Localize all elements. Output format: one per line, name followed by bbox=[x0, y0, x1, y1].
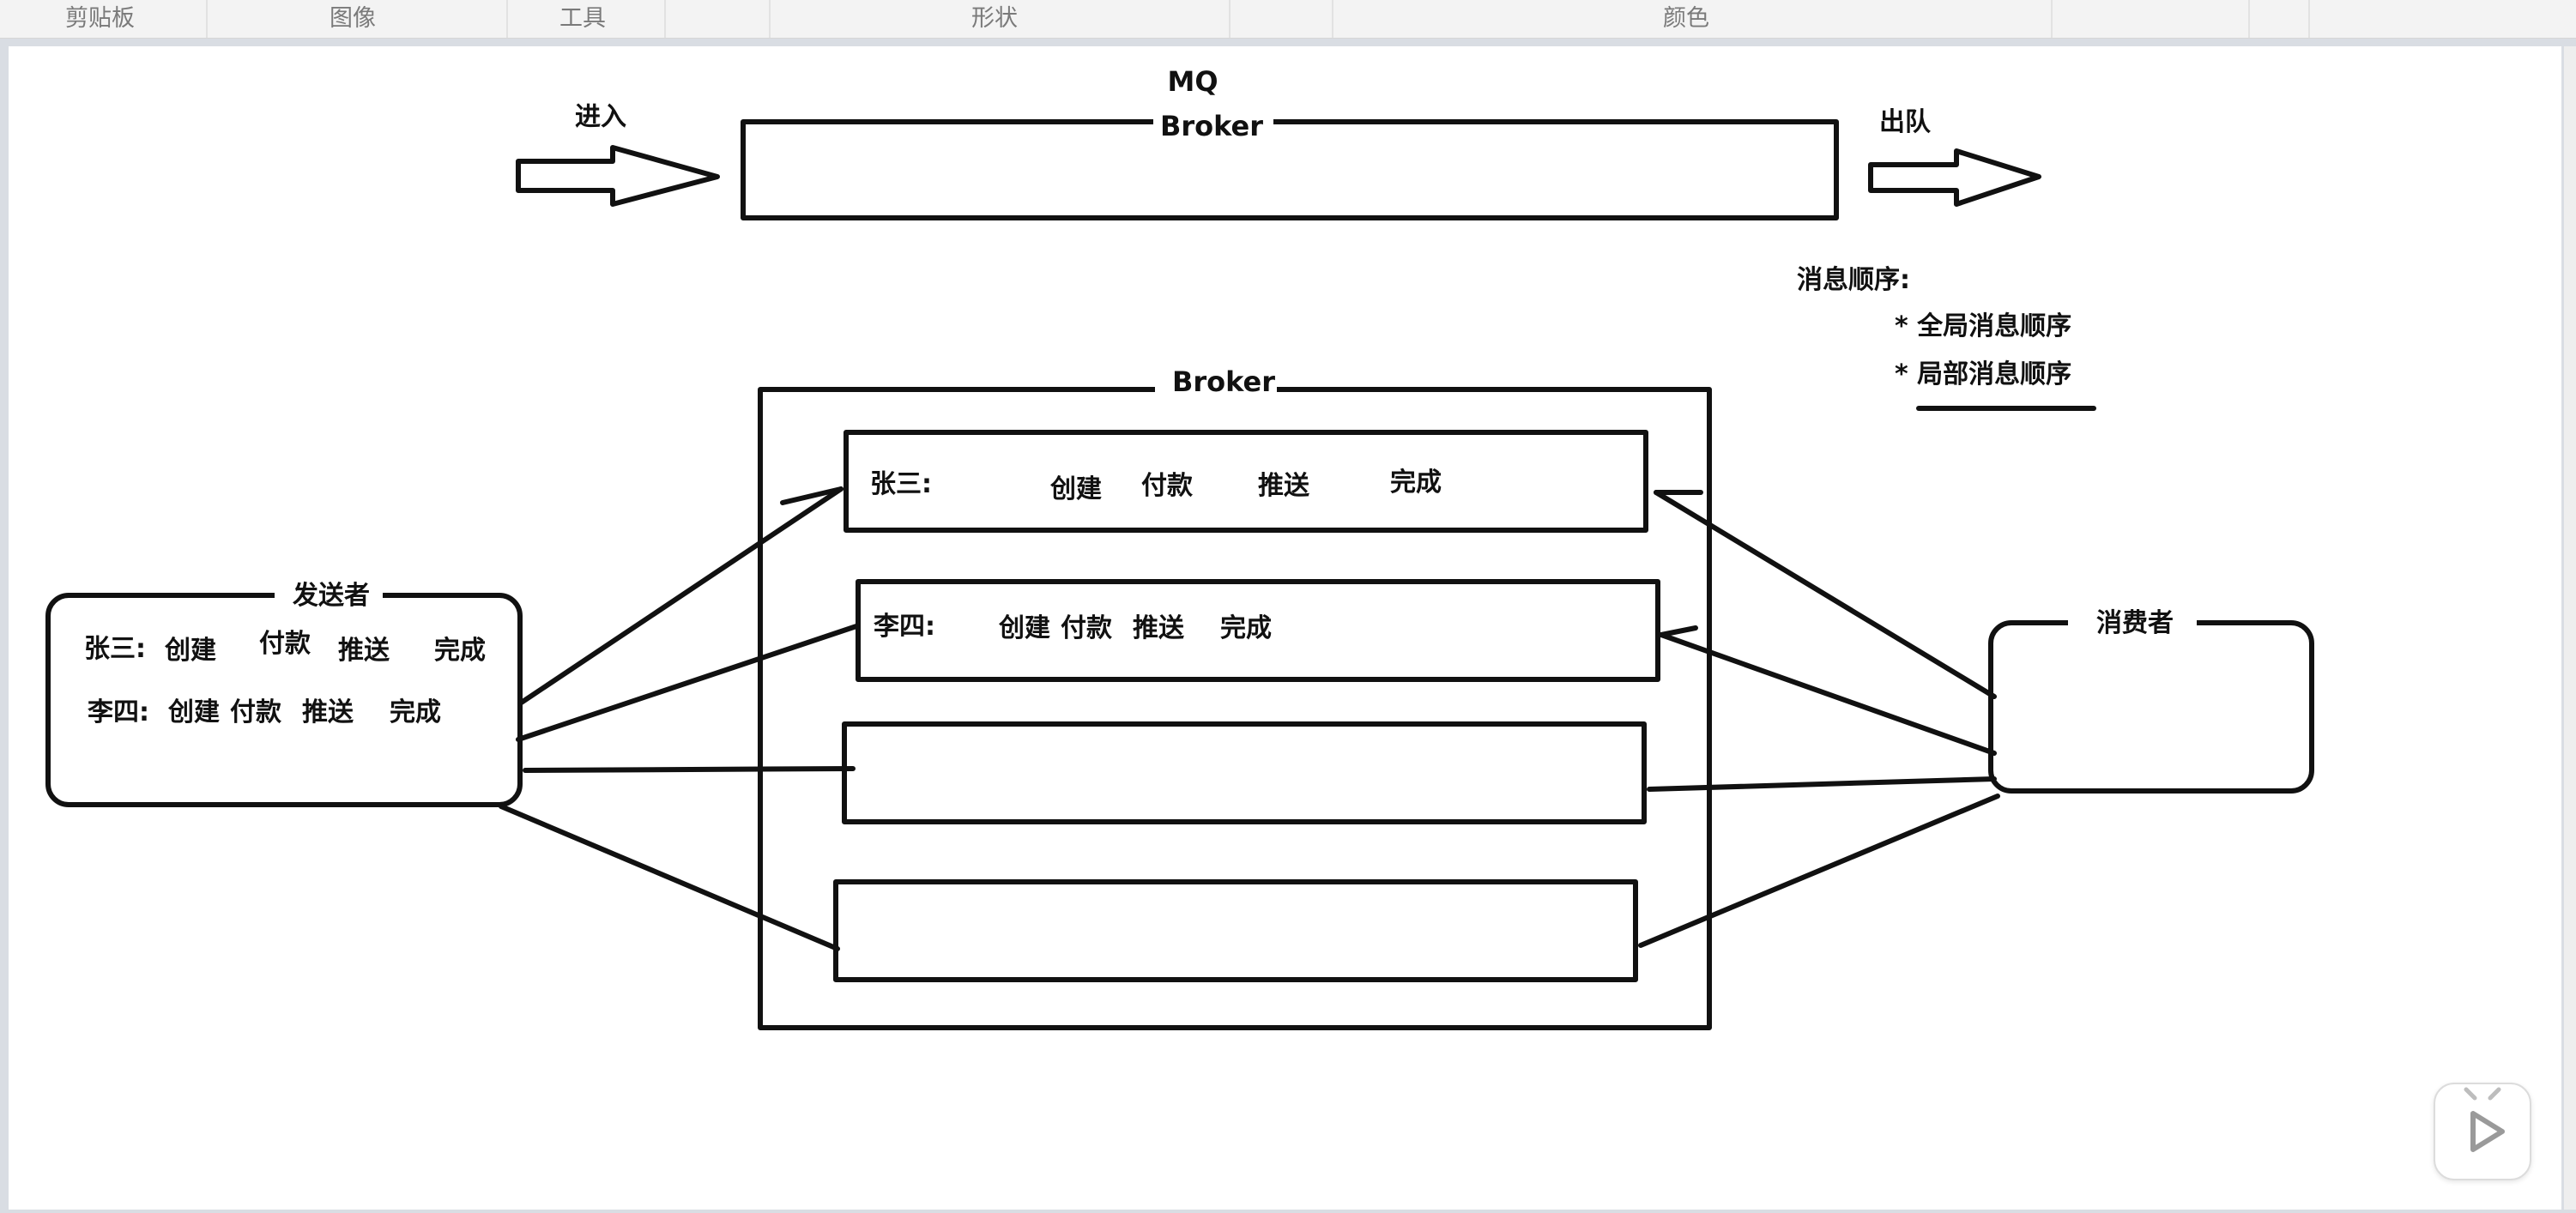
ribbon-group-clipboard[interactable]: 剪贴板 bbox=[65, 5, 135, 32]
ribbon-divider bbox=[1229, 0, 1231, 38]
ribbon-divider bbox=[664, 0, 666, 38]
queue-1-step: 创建 bbox=[1049, 474, 1102, 504]
enter-arrow-icon bbox=[516, 145, 720, 207]
queue-2-box bbox=[856, 579, 1660, 682]
ribbon-divider bbox=[2248, 0, 2250, 38]
sender-to-queue-3-line bbox=[523, 766, 856, 773]
queue-1-step: 推送 bbox=[1258, 471, 1309, 501]
ribbon-divider bbox=[2308, 0, 2310, 38]
sender-row-2-step: 付款 bbox=[230, 697, 282, 727]
sender-row-2-step: 创建 bbox=[167, 697, 220, 727]
exit-label: 出队 bbox=[1879, 107, 1932, 137]
player-button[interactable] bbox=[2434, 1083, 2531, 1180]
sender-row-1-step: 创建 bbox=[164, 636, 216, 666]
sender-row-1-step: 完成 bbox=[434, 636, 486, 666]
sender-to-queue-1-line bbox=[517, 486, 844, 706]
drawing-canvas[interactable]: MQ Broker 进入 出队 消息顺序: * 全局消息顺序 * 局部消息顺序 … bbox=[9, 46, 2561, 1210]
consumer-box bbox=[1988, 620, 2314, 794]
sender-row-2-owner: 李四: bbox=[88, 697, 149, 727]
queue-4-box bbox=[833, 879, 1638, 982]
main-broker-label: Broker bbox=[1172, 365, 1275, 398]
queue-2-step: 推送 bbox=[1133, 613, 1184, 643]
queue-1-box bbox=[844, 430, 1648, 533]
main-broker-label-gap bbox=[1155, 376, 1277, 401]
order-item-local: * 局部消息顺序 bbox=[1895, 359, 2071, 389]
consumer-to-queue-1-line bbox=[1654, 490, 1997, 699]
top-broker-label: Broker bbox=[1160, 110, 1263, 142]
enter-label: 进入 bbox=[575, 102, 626, 132]
queue-1-step: 完成 bbox=[1390, 468, 1442, 498]
ribbon-group-tools[interactable]: 工具 bbox=[559, 5, 606, 32]
ribbon-group-image[interactable]: 图像 bbox=[330, 5, 376, 32]
consumer-title-gap bbox=[2068, 611, 2197, 637]
broker-label-gap bbox=[1153, 110, 1273, 136]
consumer-to-queue-2-line bbox=[1659, 632, 1997, 756]
consumer-title: 消费者 bbox=[2096, 608, 2174, 638]
sender-title-gap bbox=[275, 583, 383, 609]
sender-title: 发送者 bbox=[292, 581, 370, 611]
ribbon-divider bbox=[2051, 0, 2053, 38]
queue-2-step: 付款 bbox=[1061, 613, 1113, 643]
ribbon-divider bbox=[769, 0, 771, 38]
ribbon-toolbar: 剪贴板 图像 工具 形状 颜色 bbox=[0, 0, 2576, 39]
order-title: 消息顺序: bbox=[1797, 265, 1910, 295]
mq-broker-box bbox=[741, 119, 1839, 220]
sender-row-1-step: 付款 bbox=[259, 629, 311, 659]
consumer-to-queue-3-line bbox=[1647, 776, 1997, 792]
queue-2-step: 创建 bbox=[998, 613, 1050, 643]
ribbon-group-shapes[interactable]: 形状 bbox=[971, 5, 1018, 32]
sender-to-queue-4-line bbox=[499, 804, 840, 951]
queue-3-box bbox=[842, 721, 1647, 824]
queue-2-arrowhead bbox=[1659, 625, 1698, 637]
ribbon-divider bbox=[506, 0, 508, 38]
order-item-global: * 全局消息顺序 bbox=[1895, 311, 2071, 341]
sender-row-2-step: 推送 bbox=[302, 697, 354, 727]
queue-1-step: 付款 bbox=[1141, 471, 1194, 501]
sender-row-1-step: 推送 bbox=[338, 636, 390, 666]
ribbon-group-colors[interactable]: 颜色 bbox=[1663, 5, 1709, 32]
queue-1-owner: 张三: bbox=[870, 469, 932, 499]
vertical-scrollbar[interactable] bbox=[2564, 46, 2576, 1210]
sender-row-2-step: 完成 bbox=[390, 697, 441, 727]
ribbon-divider bbox=[1332, 0, 1333, 38]
ribbon-divider bbox=[206, 0, 208, 38]
consumer-to-queue-4-line bbox=[1638, 794, 2000, 948]
diagram-svg: MQ Broker 进入 出队 消息顺序: * 全局消息顺序 * 局部消息顺序 … bbox=[45, 65, 2314, 1030]
mq-title: MQ bbox=[1167, 65, 1218, 98]
exit-arrow-icon bbox=[1868, 148, 2041, 207]
play-icon bbox=[2464, 1087, 2505, 1152]
sender-row-1-owner: 张三: bbox=[84, 634, 146, 664]
sender-to-queue-2-line bbox=[516, 624, 859, 742]
queue-2-step: 完成 bbox=[1220, 613, 1272, 643]
queue-1-arrowhead bbox=[780, 486, 844, 505]
queue-2-owner: 李四: bbox=[874, 612, 935, 642]
